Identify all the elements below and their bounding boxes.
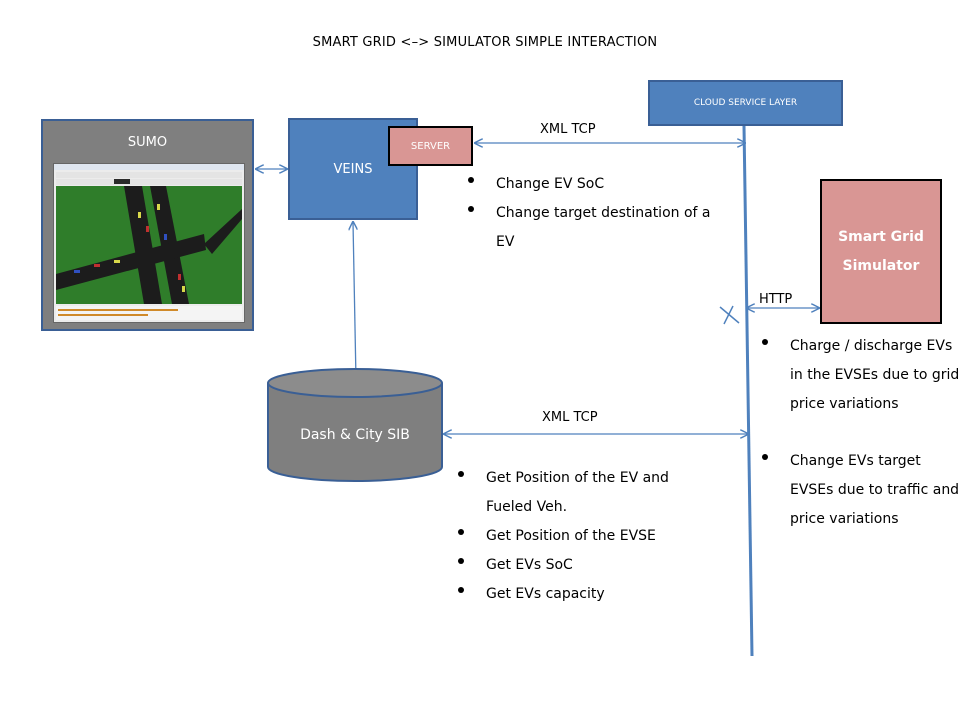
list-item: Change EVs target EVSEs due to traffic a… [760, 447, 960, 534]
sib-cloud-link-label: XML TCP [542, 410, 598, 425]
sumo-screenshot [53, 163, 245, 323]
list-item: Change EV SoC [466, 170, 716, 199]
cloud-service-layer-node: CLOUD SERVICE LAYER [648, 80, 843, 126]
smart-grid-actions-list-1: Charge / discharge EVs in the EVSEs due … [760, 332, 960, 419]
smart-grid-simulator-node: Smart Grid Simulator [820, 179, 942, 324]
database-cylinder [267, 368, 443, 482]
cloud-smartgrid-link-label: HTTP [759, 292, 793, 307]
database-label: Dash & City SIB [300, 427, 410, 443]
smart-grid-label-line2: Simulator [842, 257, 920, 274]
veins-label: VEINS [333, 161, 373, 177]
cross-mark [719, 306, 740, 324]
list-item: Get EVs SoC [456, 551, 686, 580]
veins-node: VEINS [288, 118, 418, 220]
sib-actions-list: Get Position of the EV and Fueled Veh. G… [456, 464, 686, 609]
veins-actions-list: Change EV SoC Change target destination … [466, 170, 716, 257]
traffic-map-image [54, 164, 244, 322]
list-item: Get Position of the EVSE [456, 522, 686, 551]
smart-grid-label-line1: Smart Grid [838, 228, 924, 245]
server-label: SERVER [410, 140, 451, 152]
list-item: Charge / discharge EVs in the EVSEs due … [760, 332, 960, 419]
list-item: Change target destination of a EV [466, 199, 716, 257]
list-item: Get Position of the EV and Fueled Veh. [456, 464, 686, 522]
server-node: SERVER [388, 126, 473, 166]
diagram-title: SMART GRID <–> SIMULATOR SIMPLE INTERACT… [312, 35, 658, 50]
server-cloud-link-label: XML TCP [540, 122, 596, 137]
smart-grid-actions-list-2: Change EVs target EVSEs due to traffic a… [760, 447, 960, 534]
cloud-label: CLOUD SERVICE LAYER [693, 98, 798, 108]
sumo-label: SUMO [127, 135, 168, 150]
cloud-bus-line [742, 125, 754, 657]
list-item: Get EVs capacity [456, 580, 686, 609]
veins-sib-arrow [353, 222, 356, 380]
